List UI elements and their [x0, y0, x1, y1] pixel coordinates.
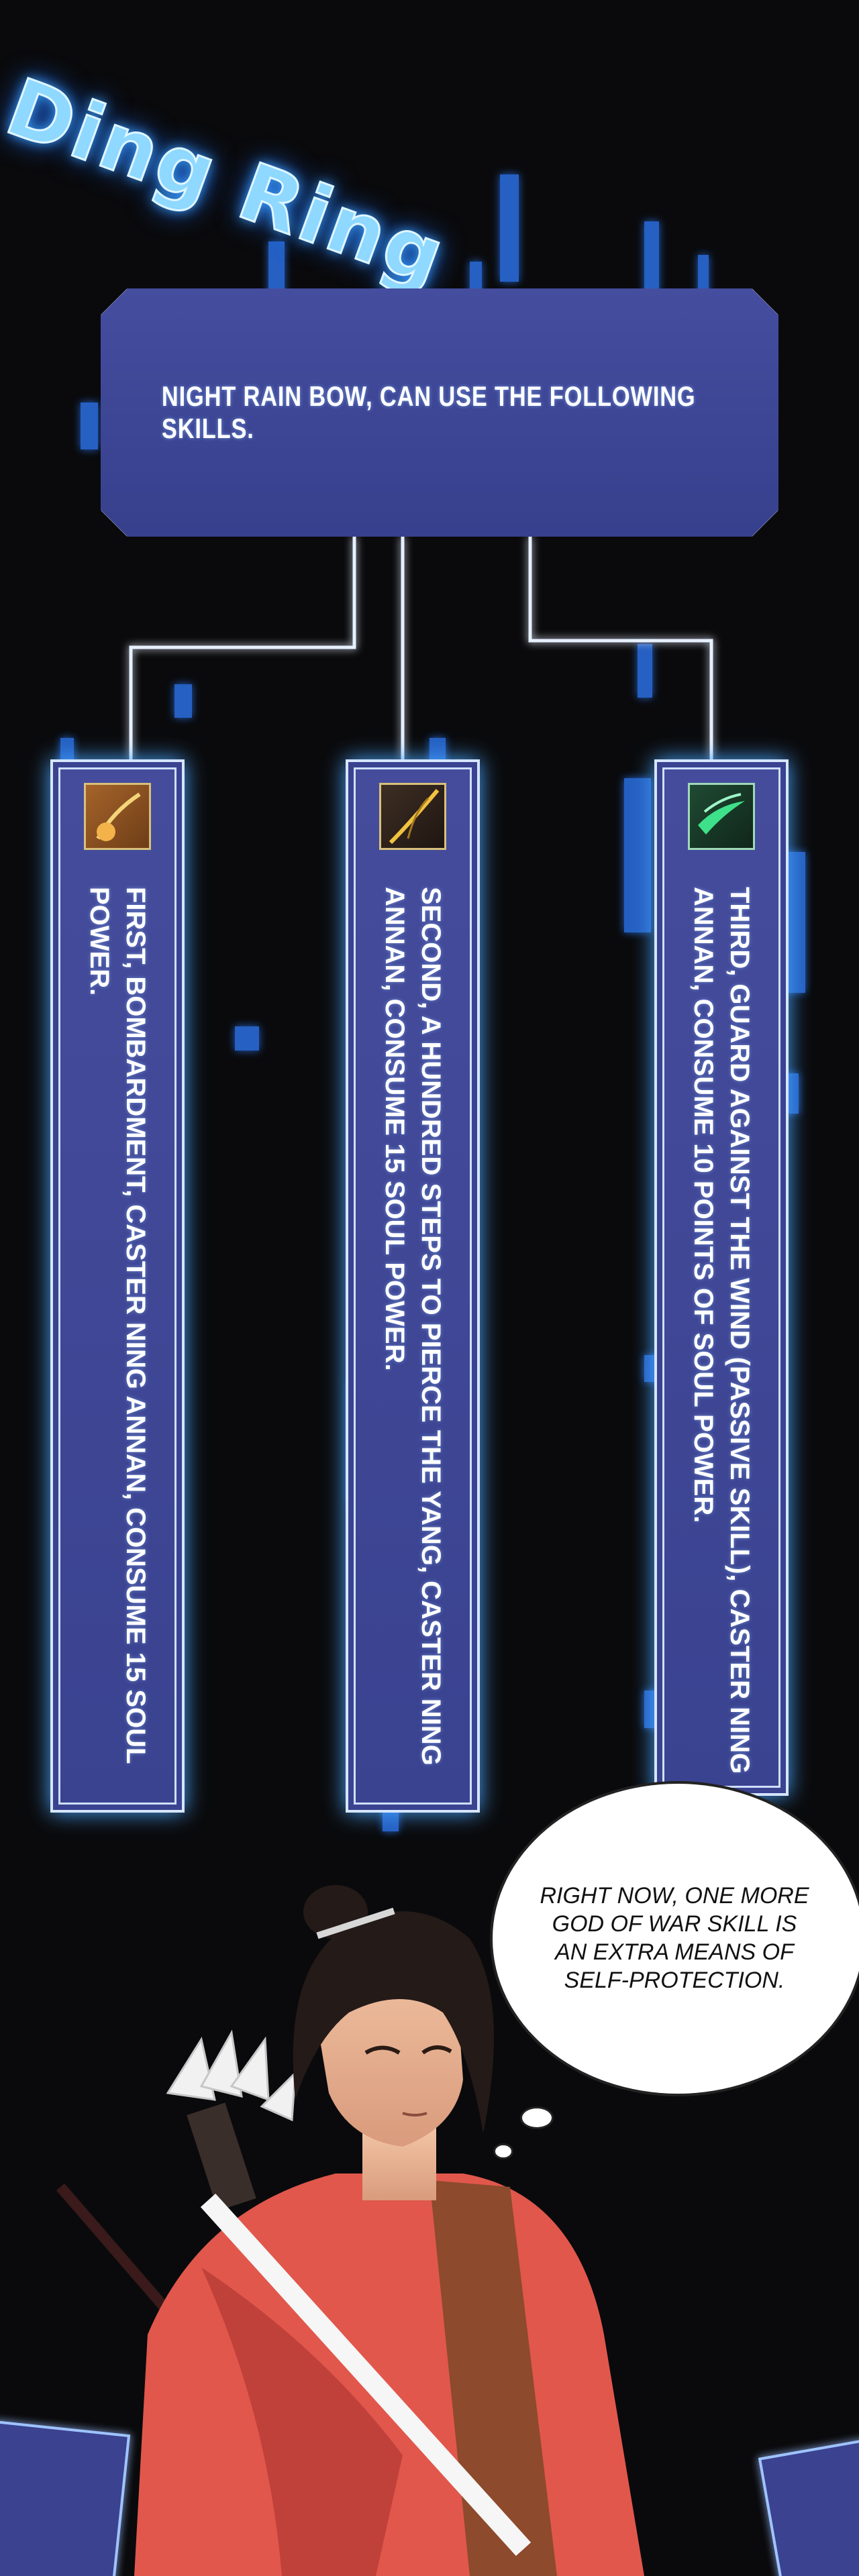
skill-description-second: SECOND, A HUNDRED STEPS TO PIERCE THE YA…: [380, 887, 446, 1766]
connector-lines: [129, 537, 713, 759]
thought-bubble-text: RIGHT NOW, ONE MORE GOD OF WAR SKILL IS …: [540, 1883, 809, 1993]
skill-panel-second: SECOND, A HUNDRED STEPS TO PIERCE THE YA…: [346, 759, 480, 1813]
archer-character: [56, 1885, 644, 2576]
skill-panel-third: THIRD, GUARD AGAINST THE WIND (PASSIVE S…: [654, 759, 789, 1796]
title-panel-text: NIGHT RAIN BOW, CAN USE THE FOLLOWING SK…: [161, 380, 696, 444]
skill-description-third: THIRD, GUARD AGAINST THE WIND (PASSIVE S…: [689, 887, 754, 1774]
bombardment-skill-icon: [84, 783, 151, 850]
thought-bubble-tail-small: [493, 2143, 513, 2159]
skill-panel-first: FIRST, BOMBARDMENT, CASTER NING ANNAN, C…: [50, 759, 185, 1813]
thought-bubble: [490, 1781, 859, 2096]
thought-bubble-tail: [520, 2106, 554, 2129]
hundred-steps-skill-icon: [379, 783, 446, 850]
corner-panels: [0, 2420, 859, 2576]
title-panel: [101, 288, 778, 537]
wind-guard-skill-icon: [688, 783, 755, 850]
skill-description-first: FIRST, BOMBARDMENT, CASTER NING ANNAN, C…: [85, 887, 150, 1764]
